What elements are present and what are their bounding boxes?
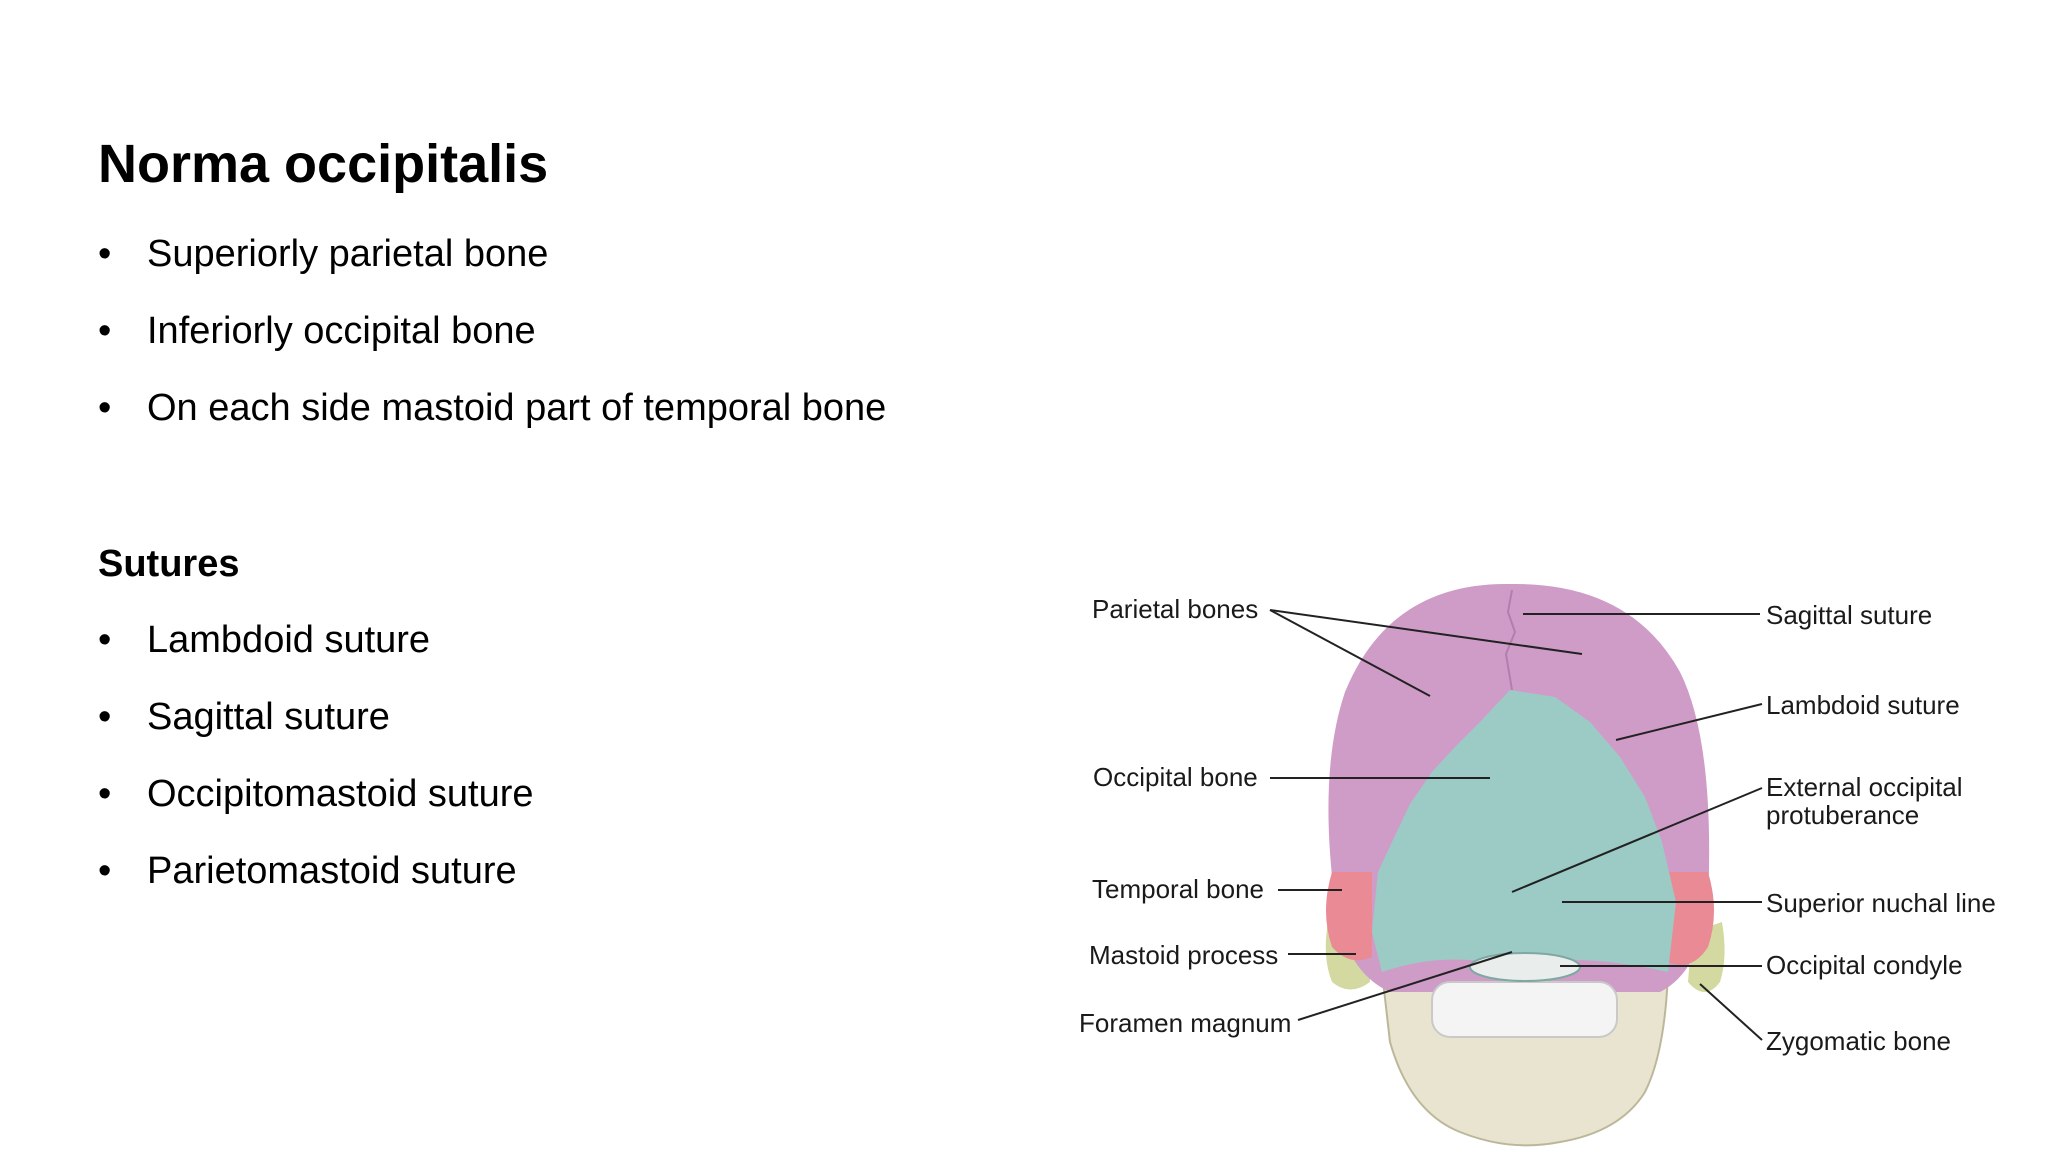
list-item: •Lambdoid suture (98, 614, 534, 691)
bullet-icon: • (98, 619, 112, 661)
sutures-list: •Lambdoid suture •Sagittal suture •Occip… (98, 614, 534, 922)
list-item: •Parietomastoid suture (98, 845, 534, 922)
list-item: •Superiorly parietal bone (98, 228, 886, 305)
temporal-right-shape (1668, 872, 1714, 965)
skull-diagram: Parietal bones Occipital bone Temporal b… (1079, 583, 1996, 1147)
sagittal-suture-line (1504, 589, 1517, 691)
bullet-icon: • (98, 310, 112, 352)
label-parietal-bones: Parietal bones (1092, 594, 1258, 624)
list-item: •Occipitomastoid suture (98, 768, 534, 845)
leader-lines (1269, 609, 1763, 1041)
bullet-icon: • (98, 696, 112, 738)
list-item: •Inferiorly occipital bone (98, 305, 886, 382)
teeth-shape (1431, 981, 1618, 1038)
label-occipital-condyle: Occipital condyle (1766, 950, 1963, 980)
label-occipital-bone: Occipital bone (1093, 762, 1258, 792)
label-sagittal-suture: Sagittal suture (1766, 600, 1932, 630)
bullet-icon: • (98, 850, 112, 892)
label-external-occipital: External occipital (1766, 772, 1963, 802)
label-protuberance: protuberance (1766, 800, 1919, 830)
list-item: •On each side mastoid part of temporal b… (98, 382, 886, 459)
bullet-icon: • (98, 387, 112, 429)
sutures-heading: Sutures (98, 543, 240, 585)
label-mastoid-process: Mastoid process (1089, 940, 1278, 970)
list-item: •Sagittal suture (98, 691, 534, 768)
skull-figure: Parietal bones Occipital bone Temporal b… (1060, 572, 2020, 1152)
temporal-left-shape (1326, 872, 1372, 961)
label-zygomatic-bone: Zygomatic bone (1766, 1026, 1951, 1056)
label-superior-nuchal-line: Superior nuchal line (1766, 888, 1996, 918)
label-lambdoid-suture: Lambdoid suture (1766, 690, 1960, 720)
bullet-icon: • (98, 233, 112, 275)
slide-title: Norma occipitalis (98, 134, 549, 194)
boundaries-list: •Superiorly parietal bone •Inferiorly oc… (98, 228, 886, 459)
bullet-icon: • (98, 773, 112, 815)
label-temporal-bone: Temporal bone (1092, 874, 1264, 904)
label-foramen-magnum: Foramen magnum (1079, 1008, 1291, 1038)
